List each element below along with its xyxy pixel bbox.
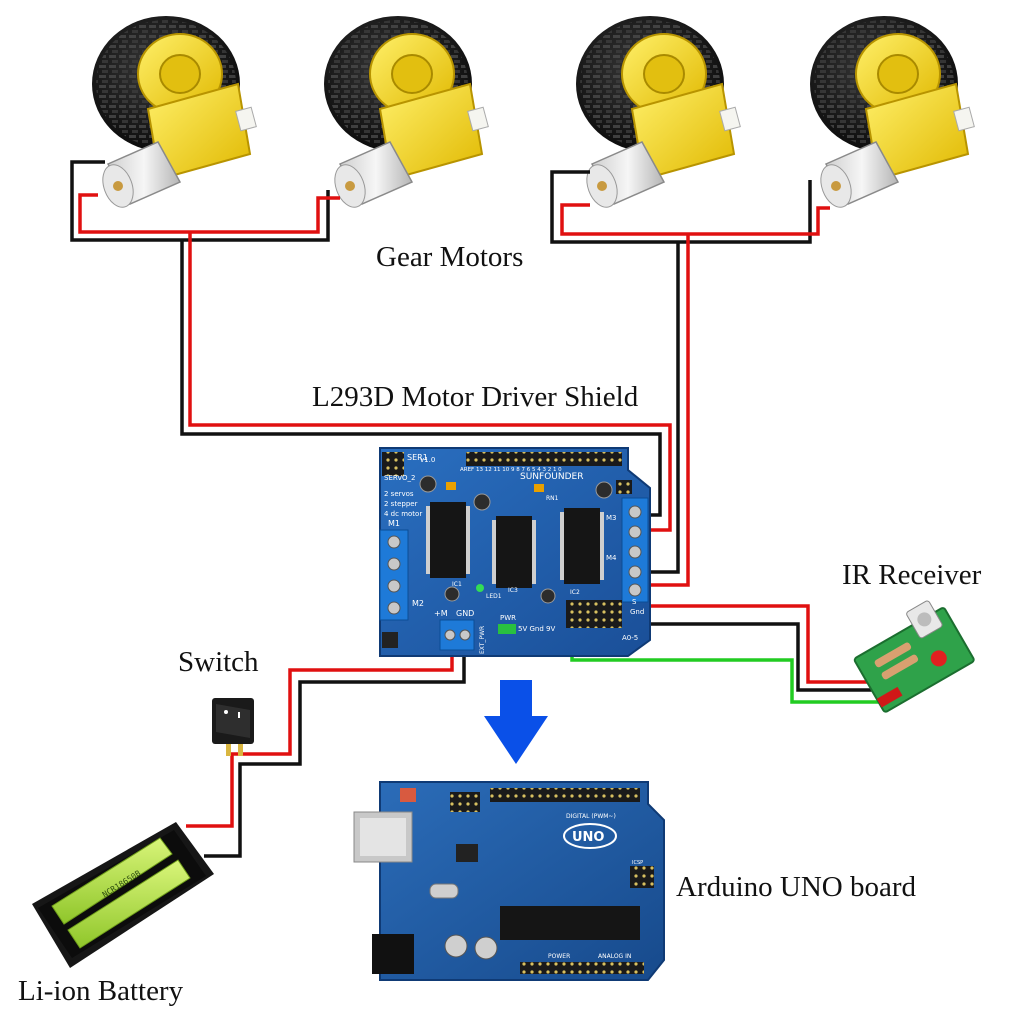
gear-motor-1	[91, 15, 258, 213]
arduino-uno-board: UNO DIGITAL (PWM~) POWER ANALOG IN ICSP	[353, 781, 665, 981]
wire-black-left-motors	[70, 160, 330, 242]
silk-plus-m: +M	[434, 609, 448, 618]
wire-black-right-motors	[550, 170, 812, 244]
wire-red-left-trunk	[188, 232, 672, 532]
silk-stepper: 2 stepper	[384, 500, 418, 508]
li-ion-battery-pack: NCR18650B	[32, 822, 214, 968]
silk-m1: M1	[388, 519, 400, 528]
uno-logo: UNO	[572, 830, 605, 845]
wire-black-power	[204, 650, 466, 858]
silk-rail: 5V Gnd 9V	[518, 625, 555, 633]
wire-red-left-motors	[78, 193, 340, 234]
silk-gnd-pin: Gnd	[630, 608, 644, 616]
silk-led1: LED1	[486, 593, 502, 600]
wire-red-right-motors	[560, 203, 830, 236]
silk-m4: M4	[606, 554, 617, 562]
silk-rn1: RN1	[546, 495, 559, 502]
gear-motor-3	[575, 15, 742, 213]
silk-ext-pwr: EXT_PWR	[479, 626, 486, 654]
silk-servo2: SERVO_2	[384, 474, 415, 482]
silk-version: v1.0	[420, 456, 435, 464]
gear-motor-4	[809, 15, 976, 213]
silk-ic3: IC3	[508, 587, 518, 594]
silk-ic1: IC1	[452, 581, 462, 588]
wire-red-power	[186, 650, 454, 828]
battery-label: Li-ion Battery	[18, 975, 184, 1007]
silk-ic2: IC2	[570, 589, 580, 596]
arduino-label: Arduino UNO board	[676, 871, 917, 903]
motor-shield-label: L293D Motor Driver Shield	[312, 381, 639, 413]
gear-motor-2	[323, 15, 490, 213]
motor-driver-shield: SER1 SERVO_2 2 servos 2 stepper 4 dc mot…	[379, 447, 651, 657]
silk-s-pin: S	[632, 598, 637, 606]
silk-gnd: GND	[456, 609, 474, 618]
switch-label: Switch	[178, 646, 259, 678]
silk-m3: M3	[606, 514, 617, 522]
silk-m2: M2	[412, 599, 424, 608]
silk-ser1: SER1	[407, 453, 428, 462]
wire-red-ir	[628, 604, 878, 684]
silk-dc: 4 dc motor	[384, 510, 422, 518]
uno-analog-label: ANALOG IN	[598, 953, 631, 960]
ir-receiver-label: IR Receiver	[842, 559, 982, 591]
wire-black-ir	[628, 622, 880, 692]
down-arrow-icon	[484, 680, 548, 764]
gear-motors-label: Gear Motors	[376, 241, 524, 273]
uno-power-label: POWER	[548, 953, 570, 960]
silk-brand: SUNFOUNDER	[520, 472, 583, 482]
uno-icsp-label: ICSP	[632, 860, 643, 866]
silk-servos: 2 servos	[384, 490, 414, 498]
uno-digital-label: DIGITAL (PWM~)	[566, 813, 616, 820]
silk-a05: A0-5	[622, 634, 638, 642]
ir-receiver-module	[853, 600, 975, 713]
silk-pin-row: AREF 13 12 11 10 9 8 7 6 5 4 3 2 1 0	[460, 467, 562, 473]
silk-pwr: PWR	[500, 614, 516, 622]
rocker-switch	[212, 698, 254, 756]
